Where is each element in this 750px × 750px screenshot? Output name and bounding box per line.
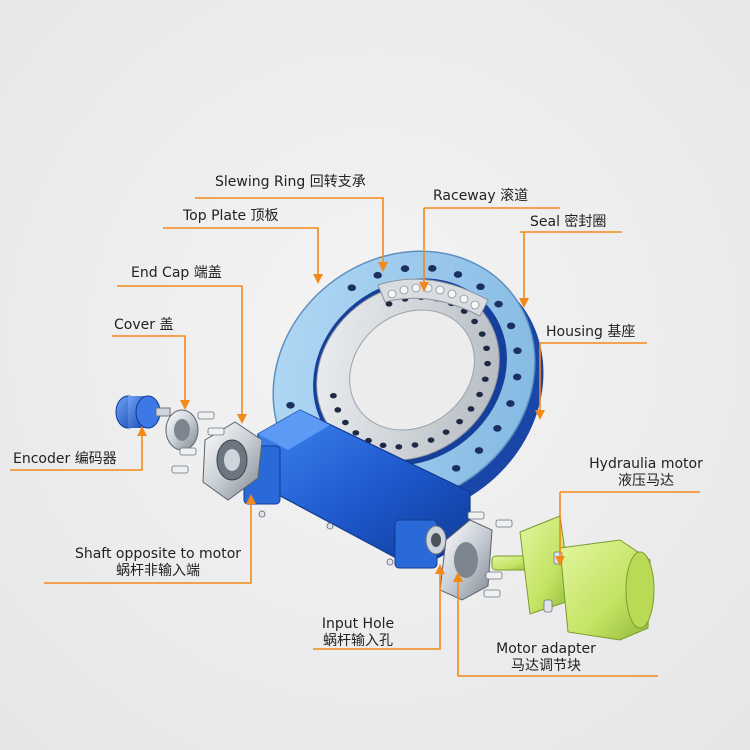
bolt-hole: [428, 265, 437, 272]
leader-lines: [10, 197, 700, 677]
label-input-hole-en: Input Hole: [321, 616, 395, 632]
bolt-hole: [506, 322, 516, 330]
cover: [165, 409, 199, 451]
label-input-hole: Input Hole 蜗杆输入孔: [306, 616, 410, 650]
encoder: [115, 395, 171, 429]
bolt-hole: [493, 425, 502, 432]
label-top-plate: Top Plate 顶板: [183, 208, 279, 224]
bolt-hole: [483, 345, 490, 352]
bolt-hole: [453, 271, 463, 278]
bolt-hole: [442, 429, 450, 435]
end-cap: [202, 421, 263, 501]
motor-adapter: [439, 511, 513, 601]
label-motor-adapter-cn: 马达调节块: [511, 658, 581, 674]
label-shaft-opposite-en: Shaft opposite to motor: [74, 546, 242, 562]
bolt-hole: [411, 442, 419, 448]
label-raceway: Raceway 滚道: [433, 188, 529, 204]
label-housing: Housing 基座: [546, 324, 636, 340]
bolt-hole: [494, 300, 503, 308]
label-hydraulic-motor-en: Hydraulia motor: [589, 456, 703, 472]
label-motor-adapter: Motor adapter 马达调节块: [490, 641, 602, 675]
bolt-hole: [334, 407, 342, 413]
bolt-hole: [467, 406, 475, 412]
label-seal: Seal 密封圈: [530, 214, 607, 230]
bolt-hole: [427, 437, 435, 443]
bolt-hole: [342, 419, 349, 426]
bolt-hole: [385, 301, 393, 307]
label-hydraulic-motor: Hydraulia motor 液压马达: [586, 456, 706, 490]
bolt-hole: [484, 360, 491, 367]
bolt-hole: [452, 464, 461, 472]
bolt-hole: [347, 284, 356, 292]
bolt-hole: [286, 401, 295, 409]
bolt-hole: [476, 283, 485, 291]
bolt-hole: [506, 400, 515, 407]
bolt-hole: [481, 376, 489, 382]
bolt-hole: [513, 347, 522, 355]
cover-bolts: [171, 411, 225, 474]
bolt-hole: [471, 318, 478, 325]
worm-housing: [243, 409, 471, 569]
label-input-hole-cn: 蜗杆输入孔: [323, 633, 393, 649]
leader-arrowheads: [137, 262, 565, 582]
label-shaft-opposite-cn: 蜗杆非输入端: [116, 563, 200, 579]
label-end-cap: End Cap 端盖: [131, 265, 222, 281]
bolt-hole: [478, 331, 486, 337]
bolt-hole: [474, 447, 484, 454]
label-slewing-ring: Slewing Ring 回转支承: [215, 174, 366, 190]
bolt-hole: [400, 265, 410, 272]
label-encoder: Encoder 编码器: [13, 451, 117, 467]
bolt-hole: [330, 392, 337, 399]
bolt-hole: [373, 271, 382, 279]
label-hydraulic-motor-cn: 液压马达: [618, 473, 674, 489]
bolt-hole: [352, 430, 360, 436]
label-motor-adapter-en: Motor adapter: [496, 641, 596, 657]
bolt-hole: [379, 442, 387, 449]
label-cover: Cover 盖: [114, 317, 174, 333]
bolt-hole: [395, 444, 403, 450]
hydraulic-motor: [491, 515, 655, 641]
label-shaft-opposite: Shaft opposite to motor 蜗杆非输入端: [72, 546, 244, 580]
bolt-hole: [476, 391, 483, 398]
bolt-hole: [513, 373, 522, 381]
bolt-hole: [456, 418, 463, 425]
